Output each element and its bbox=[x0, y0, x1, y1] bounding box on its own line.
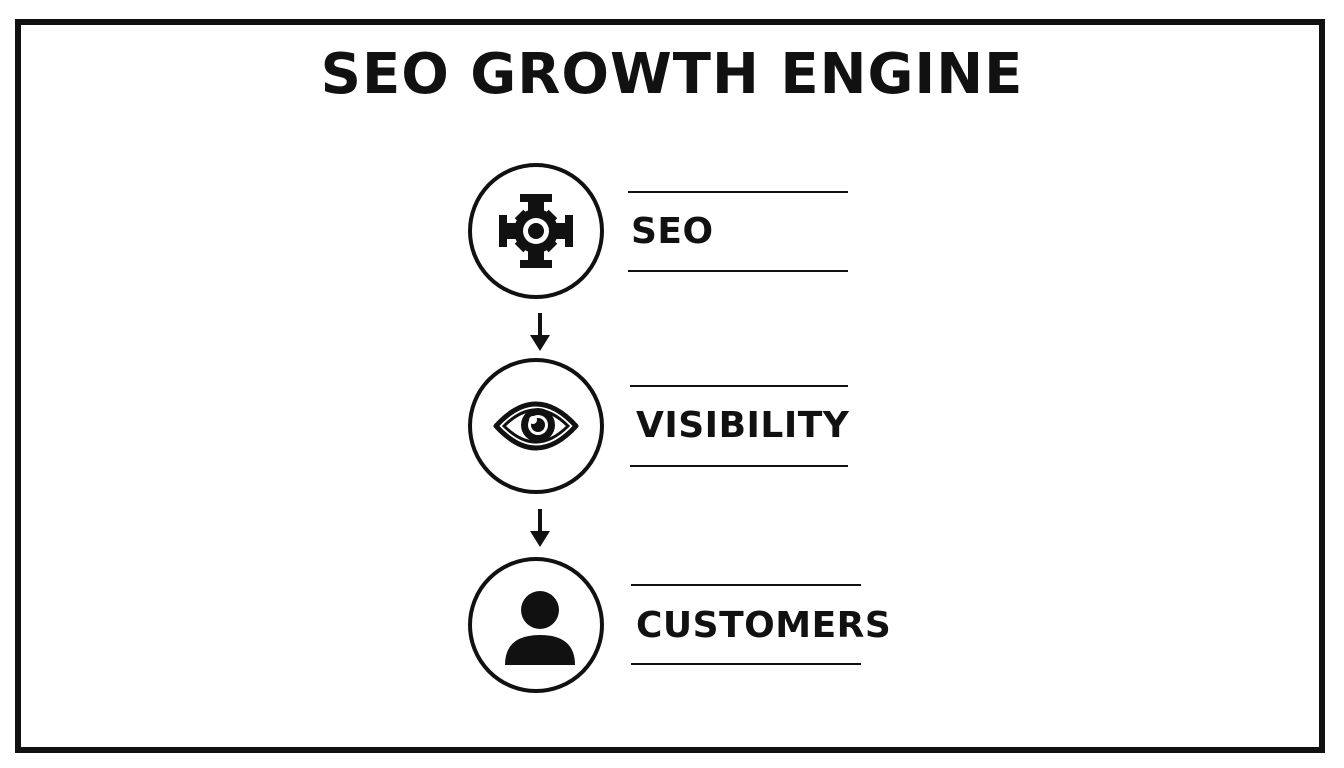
step-visibility-label: VISIBILITY bbox=[636, 405, 850, 446]
step-visibility-node bbox=[468, 358, 604, 494]
arrow-down-icon bbox=[530, 509, 550, 547]
step-seo-top-rule bbox=[628, 191, 848, 193]
step-seo-label: SEO bbox=[631, 211, 714, 252]
gear-icon bbox=[499, 194, 573, 268]
step-seo-bottom-rule bbox=[628, 270, 848, 272]
arrow-down-icon bbox=[530, 313, 550, 351]
step-customers-top-rule bbox=[631, 584, 861, 586]
diagram-title: SEO GROWTH ENGINE bbox=[320, 42, 1024, 107]
step-visibility-bottom-rule bbox=[630, 465, 848, 467]
user-icon bbox=[505, 591, 575, 665]
diagram-frame bbox=[15, 19, 1325, 753]
step-customers-label: CUSTOMERS bbox=[636, 605, 892, 646]
step-visibility-top-rule bbox=[630, 385, 848, 387]
step-seo-node bbox=[468, 163, 604, 299]
step-customers-bottom-rule bbox=[631, 663, 861, 665]
eye-icon bbox=[493, 401, 579, 451]
step-customers-node bbox=[468, 557, 604, 693]
